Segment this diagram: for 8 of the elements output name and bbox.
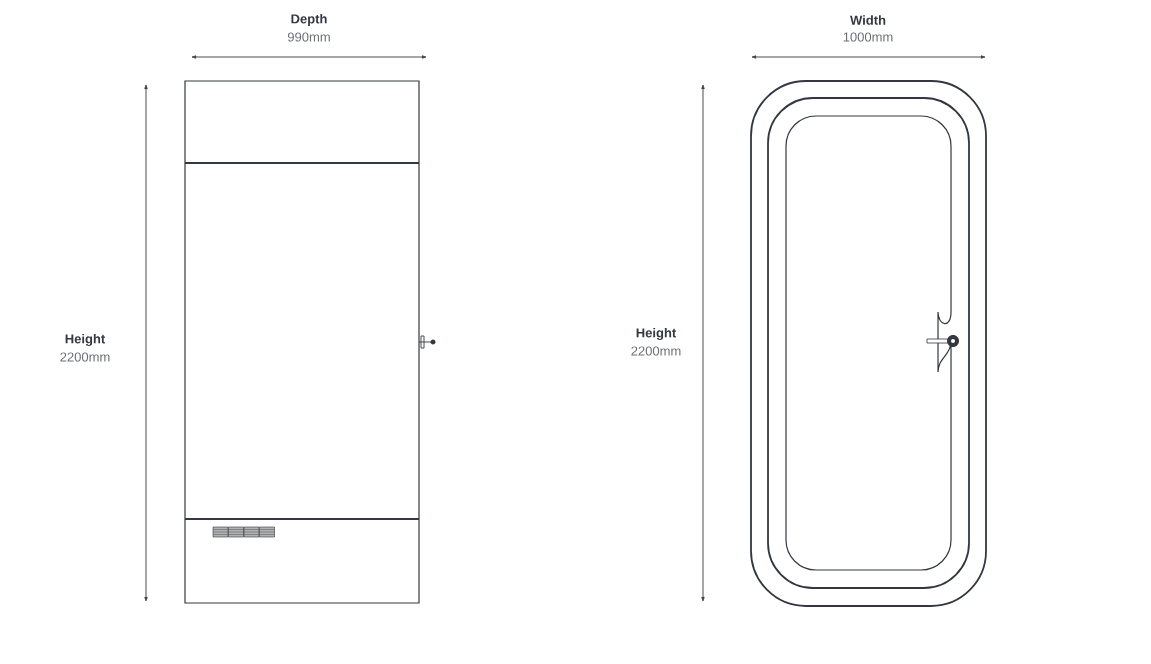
dimension-label: Depth (291, 13, 327, 27)
dimension-label: Height (636, 327, 677, 341)
dimension-label: 1000mm (843, 32, 893, 42)
dimension-label: Height (65, 333, 106, 347)
dimension-label: Width (850, 15, 886, 25)
dimension-label: 2200mm (60, 352, 110, 362)
dimension-label: 2200mm (631, 346, 681, 356)
dimension-label: 990mm (287, 32, 330, 42)
